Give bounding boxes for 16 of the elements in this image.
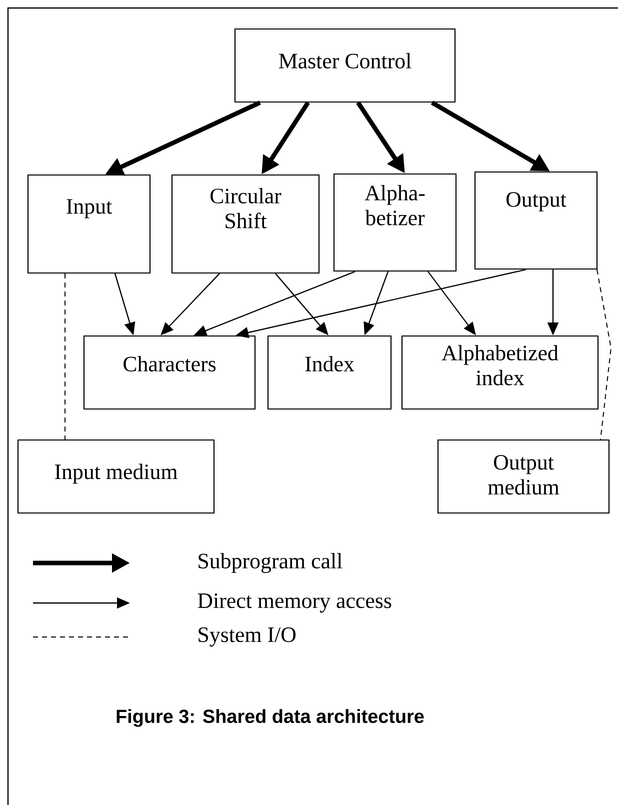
- process-box: Characters: [83, 335, 256, 410]
- process-box: Circular Shift: [171, 174, 320, 274]
- process-box: Input medium: [17, 439, 215, 514]
- process-box: Alpha- betizer: [333, 173, 457, 272]
- process-box: Alphabetized index: [401, 335, 599, 410]
- process-box: Input: [27, 174, 151, 274]
- process-box: Index: [267, 335, 392, 410]
- process-box: Master Control: [234, 28, 456, 103]
- legend-label: Direct memory access: [198, 593, 392, 613]
- legend-label: Subprogram call: [198, 553, 342, 573]
- legend-label: System I/O: [198, 627, 296, 647]
- dashed-line: [596, 269, 612, 440]
- dashed-line: [64, 273, 66, 440]
- process-box: Output: [474, 171, 598, 270]
- process-box: Output medium: [437, 439, 610, 514]
- caption: Figure 3: Shared data architecture: [116, 709, 424, 727]
